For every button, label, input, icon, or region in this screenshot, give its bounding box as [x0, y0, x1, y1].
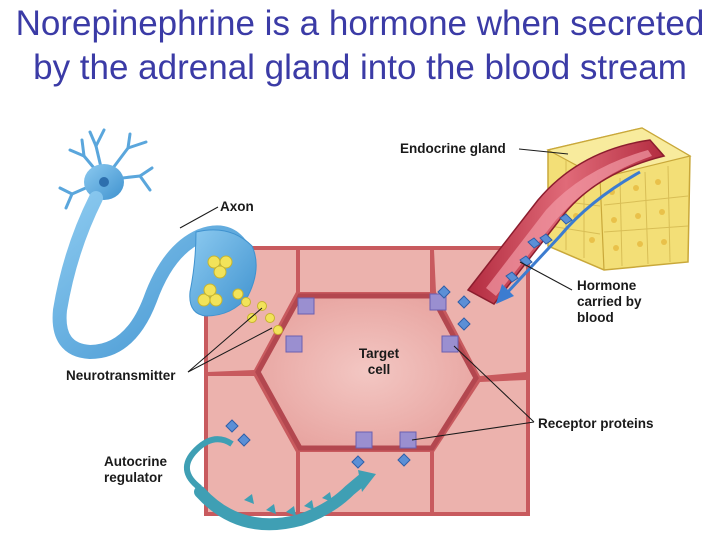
label-target-cell-line2: cell — [367, 362, 391, 377]
leader-lines — [179, 148, 573, 441]
autocrine-regulator-arrow — [184, 436, 376, 531]
slide-title: Norepinephrine is a hormone when secrete… — [15, 4, 705, 87]
label-autocrine-line2: regulator — [104, 470, 163, 485]
receptor-proteins — [285, 293, 459, 449]
label-receptor-proteins: Receptor proteins — [538, 416, 654, 431]
label-target-cell: Target — [358, 346, 400, 361]
label-endocrine-gland: Endocrine gland — [400, 141, 506, 156]
label-autocrine: Autocrine — [104, 454, 168, 469]
label-axon: Axon — [220, 199, 254, 214]
label-hormone-line2: carried by — [577, 294, 642, 309]
bound-messengers — [225, 285, 471, 469]
blood-vessel — [466, 139, 666, 305]
neuron — [52, 128, 283, 360]
label-hormone: Hormone — [577, 278, 637, 293]
label-hormone-line3: blood — [577, 310, 614, 325]
label-neurotransmitter: Neurotransmitter — [66, 368, 176, 383]
